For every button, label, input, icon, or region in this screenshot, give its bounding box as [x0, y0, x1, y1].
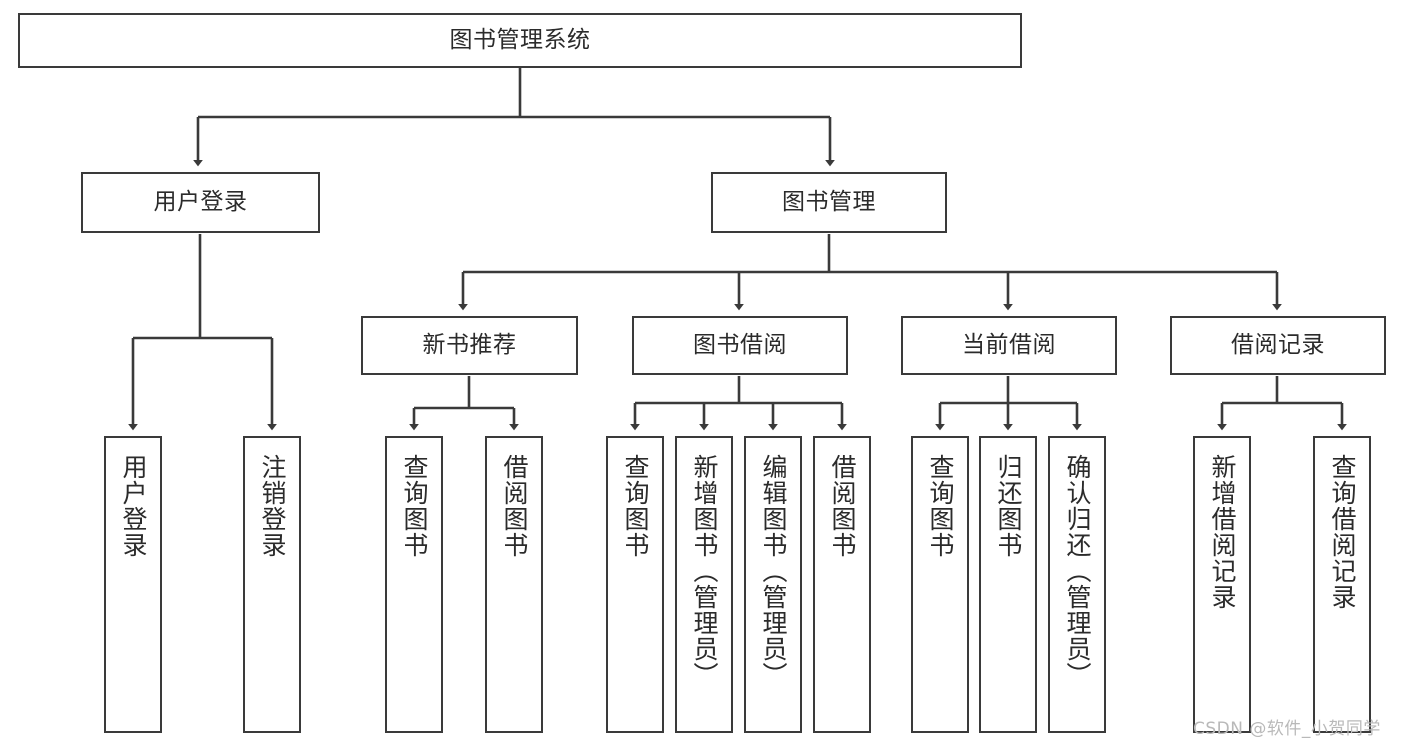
node-leaf-query-book-1-label: 查询图书: [400, 454, 429, 558]
watermark-text: CSDN @软件_小贺同学: [1193, 719, 1381, 739]
node-leaf-user-logout-label: 注销登录: [258, 454, 287, 558]
node-leaf-add-record-label: 新增借阅记录: [1208, 454, 1237, 610]
node-book-borrow[interactable]: 图书借阅: [632, 316, 848, 375]
node-leaf-query-record-label: 查询借阅记录: [1328, 454, 1357, 610]
node-leaf-user-logout[interactable]: 注销登录: [243, 436, 301, 733]
node-leaf-confirm-return-label: 确认归还（管理员）: [1063, 454, 1092, 688]
node-leaf-borrow-book-2-label: 借阅图书: [828, 454, 857, 558]
node-leaf-add-book-label: 新增图书（管理员）: [690, 454, 719, 688]
node-user-login-label: 用户登录: [153, 189, 248, 216]
node-new-book-recommend[interactable]: 新书推荐: [361, 316, 578, 375]
node-leaf-borrow-book-2[interactable]: 借阅图书: [813, 436, 871, 733]
node-new-book-recommend-label: 新书推荐: [422, 332, 517, 359]
node-leaf-query-book-3-label: 查询图书: [926, 454, 955, 558]
node-leaf-return-book[interactable]: 归还图书: [979, 436, 1037, 733]
node-current-borrow-label: 当前借阅: [962, 332, 1056, 359]
node-leaf-borrow-book-1[interactable]: 借阅图书: [485, 436, 543, 733]
node-leaf-query-book-3[interactable]: 查询图书: [911, 436, 969, 733]
node-leaf-edit-book-label: 编辑图书（管理员）: [759, 454, 788, 688]
node-leaf-return-book-label: 归还图书: [994, 454, 1023, 558]
node-current-borrow[interactable]: 当前借阅: [901, 316, 1117, 375]
node-leaf-user-login-label: 用户登录: [119, 454, 148, 558]
node-book-borrow-label: 图书借阅: [693, 332, 787, 359]
node-root[interactable]: 图书管理系统: [18, 13, 1022, 68]
node-leaf-edit-book[interactable]: 编辑图书（管理员）: [744, 436, 802, 733]
node-leaf-query-record[interactable]: 查询借阅记录: [1313, 436, 1371, 733]
node-user-login[interactable]: 用户登录: [81, 172, 320, 233]
node-book-management-label: 图书管理: [782, 189, 876, 216]
node-leaf-add-record[interactable]: 新增借阅记录: [1193, 436, 1251, 733]
node-borrow-record-label: 借阅记录: [1231, 332, 1325, 359]
node-book-management[interactable]: 图书管理: [711, 172, 947, 233]
node-root-label: 图书管理系统: [449, 27, 591, 54]
node-leaf-add-book[interactable]: 新增图书（管理员）: [675, 436, 733, 733]
node-leaf-borrow-book-1-label: 借阅图书: [500, 454, 529, 558]
node-leaf-query-book-2-label: 查询图书: [621, 454, 650, 558]
node-leaf-query-book-1[interactable]: 查询图书: [385, 436, 443, 733]
node-leaf-query-book-2[interactable]: 查询图书: [606, 436, 664, 733]
node-borrow-record[interactable]: 借阅记录: [1170, 316, 1386, 375]
node-leaf-confirm-return[interactable]: 确认归还（管理员）: [1048, 436, 1106, 733]
node-leaf-user-login[interactable]: 用户登录: [104, 436, 162, 733]
